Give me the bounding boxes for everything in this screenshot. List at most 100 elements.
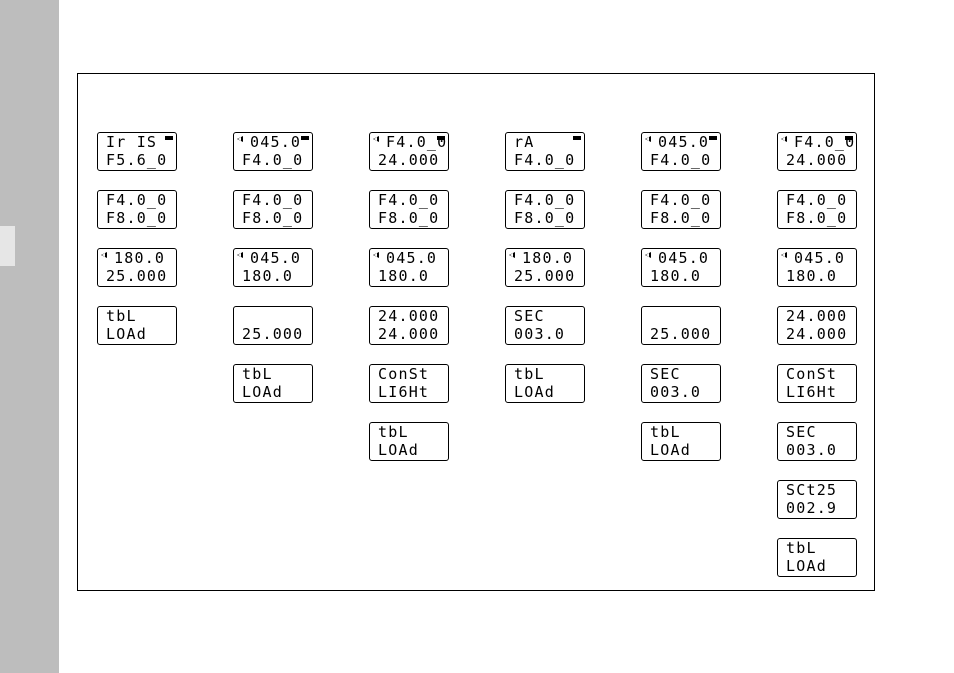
lcd-line-top: F4.0_0 xyxy=(378,191,440,209)
lcd-line-bottom: LOAd xyxy=(650,441,691,459)
lcd-line-top: tbL xyxy=(106,307,137,325)
lcd-line-top: tbL xyxy=(786,539,817,557)
pointer-arrow-icon xyxy=(237,136,243,142)
lcd-line-top: F4.0_0 xyxy=(786,191,848,209)
lcd-line-top: F4.0_0 xyxy=(106,191,168,209)
indicator-bar-icon xyxy=(845,136,853,140)
lcd-line-top: SEC xyxy=(786,423,817,441)
lcd-line-top: 180.0 xyxy=(114,249,166,267)
pointer-arrow-icon xyxy=(645,136,651,142)
lcd-line-top: 24.000 xyxy=(378,307,440,325)
lcd-line-top: SEC xyxy=(514,307,545,325)
lcd-line-top: tbL xyxy=(378,423,409,441)
pointer-arrow-icon xyxy=(237,252,243,258)
lcd-line-bottom: 003.0 xyxy=(514,325,566,343)
lcd-line-bottom: 003.0 xyxy=(786,441,838,459)
lcd-line-bottom: F4.0_0 xyxy=(242,151,304,169)
lcd-line-bottom: F4.0_0 xyxy=(514,151,576,169)
lcd-line-top xyxy=(242,308,306,325)
page-sidebar xyxy=(0,0,59,673)
lcd-line-bottom: 25.000 xyxy=(242,325,304,343)
lcd-line-bottom: LI6Ht xyxy=(786,383,838,401)
lcd-line-bottom: LOAd xyxy=(514,383,555,401)
indicator-bar-icon xyxy=(709,136,717,140)
lcd-line-top: 045.0 xyxy=(658,249,710,267)
lcd-line-bottom: 24.000 xyxy=(786,325,848,343)
lcd-line-top: SEC xyxy=(650,365,681,383)
pointer-arrow-icon xyxy=(373,136,379,142)
lcd-line-top: 045.0 xyxy=(250,133,302,151)
lcd-line-top: ConSt xyxy=(378,365,430,383)
lcd-line-top: Ir IS xyxy=(106,133,158,151)
lcd-line-bottom: F8.0_0 xyxy=(650,209,712,227)
lcd-line-top: rA xyxy=(514,133,535,151)
lcd-line-top: 045.0 xyxy=(658,133,710,151)
lcd-line-bottom: F8.0_0 xyxy=(106,209,168,227)
lcd-line-bottom: LOAd xyxy=(106,325,147,343)
lcd-line-bottom: F4.0_0 xyxy=(650,151,712,169)
lcd-line-bottom: F8.0_0 xyxy=(378,209,440,227)
pointer-arrow-icon xyxy=(645,252,651,258)
lcd-line-bottom: F5.6_0 xyxy=(106,151,168,169)
lcd-line-bottom: F8.0_0 xyxy=(242,209,304,227)
lcd-line-bottom: 003.0 xyxy=(650,383,702,401)
lcd-line-bottom: 180.0 xyxy=(378,267,430,285)
pointer-arrow-icon xyxy=(781,136,787,142)
lcd-line-top: 045.0 xyxy=(250,249,302,267)
lcd-line-bottom: F8.0_0 xyxy=(786,209,848,227)
lcd-line-bottom: F8.0_0 xyxy=(514,209,576,227)
lcd-line-top: tbL xyxy=(514,365,545,383)
lcd-line-bottom: LOAd xyxy=(786,557,827,575)
lcd-line-top xyxy=(650,308,714,325)
lcd-line-bottom: 25.000 xyxy=(514,267,576,285)
lcd-line-top: 045.0 xyxy=(794,249,846,267)
indicator-bar-icon xyxy=(165,136,173,140)
lcd-line-top: tbL xyxy=(650,423,681,441)
lcd-line-bottom: LOAd xyxy=(378,441,419,459)
lcd-line-top: F4.0_0 xyxy=(650,191,712,209)
pointer-arrow-icon xyxy=(781,252,787,258)
lcd-line-top: F4.0_0 xyxy=(386,133,448,151)
sidebar-tab xyxy=(0,226,15,266)
lcd-line-top: SCt25 xyxy=(786,481,838,499)
lcd-line-top: 045.0 xyxy=(386,249,438,267)
lcd-line-bottom: 24.000 xyxy=(378,325,440,343)
lcd-line-bottom: 002.9 xyxy=(786,499,838,517)
lcd-line-top: ConSt xyxy=(786,365,838,383)
lcd-line-top: F4.0_0 xyxy=(514,191,576,209)
lcd-line-bottom: LI6Ht xyxy=(378,383,430,401)
indicator-bar-icon xyxy=(573,136,581,140)
lcd-line-bottom: LOAd xyxy=(242,383,283,401)
pointer-arrow-icon xyxy=(509,252,515,258)
lcd-line-top: tbL xyxy=(242,365,273,383)
lcd-line-top: 180.0 xyxy=(522,249,574,267)
